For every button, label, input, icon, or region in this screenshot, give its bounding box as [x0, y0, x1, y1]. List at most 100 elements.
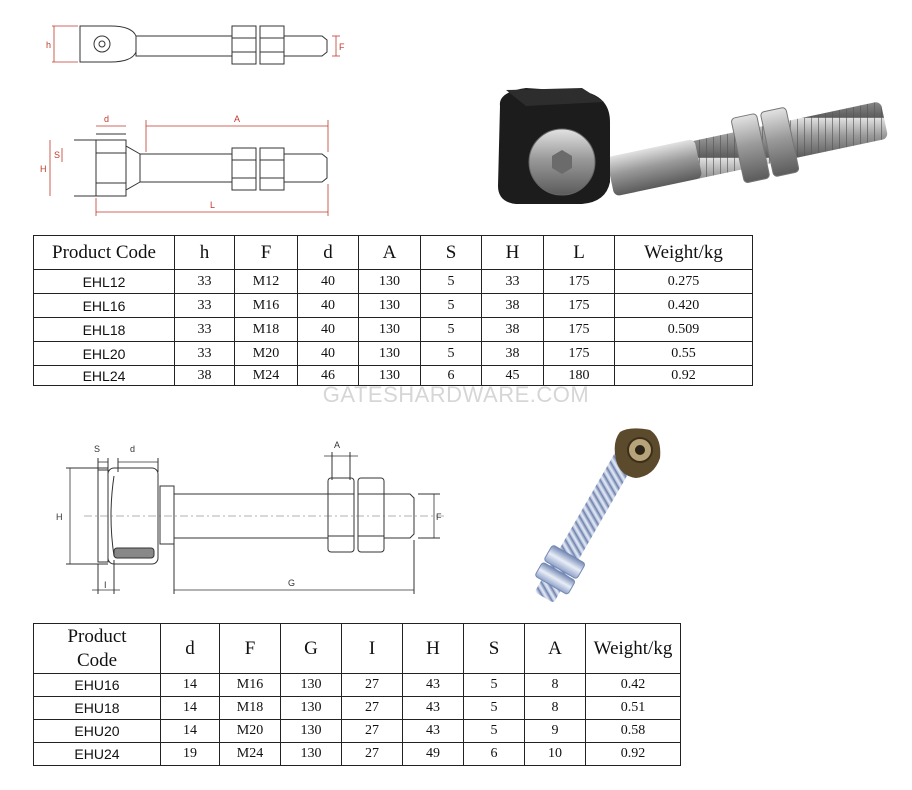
cell: 38 — [481, 317, 544, 342]
table-row: EHU18 14 M18 130 27 43 5 8 0.51 — [33, 696, 681, 720]
dim-label-f2: F — [436, 512, 442, 522]
cell: 27 — [341, 719, 403, 743]
cell: 33 — [481, 269, 544, 294]
cell-code: EHU20 — [33, 719, 161, 743]
spec-table-ehl: Product Code h F d A S H L Weight/kg EHL… — [33, 235, 753, 386]
header-l: L — [543, 235, 615, 270]
table-header-row: Product Code d F G I H S A Weight/kg — [33, 623, 681, 674]
header-d: d — [297, 235, 359, 270]
cell: 5 — [420, 341, 482, 366]
hinge-eye-bolt-photo — [498, 88, 888, 204]
dim-label-a2: A — [334, 440, 340, 450]
cell-code: EHL24 — [33, 365, 175, 386]
dim-label-g2: G — [288, 578, 295, 588]
cell: 40 — [297, 269, 359, 294]
cell: 175 — [543, 317, 615, 342]
cell: 33 — [174, 269, 235, 294]
header-product-code: Product Code — [33, 235, 175, 270]
cell-code: EHU16 — [33, 673, 161, 697]
cell-code: EHU18 — [33, 696, 161, 720]
cell: 0.420 — [614, 293, 753, 318]
table-row: EHU16 14 M16 130 27 43 5 8 0.42 — [33, 673, 681, 697]
cell: 40 — [297, 293, 359, 318]
dim-label-s: S — [54, 150, 60, 160]
cell-code: EHL20 — [33, 341, 175, 366]
table-row: EHL18 33 M18 40 130 5 38 175 0.509 — [33, 317, 753, 342]
cell: 8 — [524, 696, 586, 720]
header-f: F — [234, 235, 298, 270]
table-row: EHL12 33 M12 40 130 5 33 175 0.275 — [33, 269, 753, 294]
dim-label-h2: H — [56, 512, 63, 522]
cell: 9 — [524, 719, 586, 743]
watermark: GATESHARDWARE.COM — [322, 382, 590, 407]
header-h: H — [402, 623, 464, 674]
cell: 43 — [402, 719, 464, 743]
dim-label-hh: H — [40, 164, 47, 174]
table-row: EHU24 19 M24 130 27 49 6 10 0.92 — [33, 742, 681, 766]
cell: 0.51 — [585, 696, 681, 720]
header-weight: Weight/kg — [614, 235, 753, 270]
cell: 8 — [524, 673, 586, 697]
header-product-code: Product Code — [33, 623, 161, 674]
cell: 175 — [543, 341, 615, 366]
table-header-row: Product Code h F d A S H L Weight/kg — [33, 235, 753, 270]
cell: 5 — [420, 317, 482, 342]
dim-label-s2: S — [94, 444, 100, 454]
dim-label-d2: d — [130, 444, 135, 454]
cell: 49 — [402, 742, 464, 766]
cell: 175 — [543, 293, 615, 318]
dim-label-i2: I — [104, 580, 107, 590]
cell: 0.92 — [614, 365, 753, 386]
cell: 175 — [543, 269, 615, 294]
cell: M20 — [234, 341, 298, 366]
cell: 43 — [402, 696, 464, 720]
cell: M24 — [219, 742, 281, 766]
cell: 5 — [463, 673, 525, 697]
cell: 14 — [160, 696, 220, 720]
cell: 27 — [341, 742, 403, 766]
cell: 33 — [174, 317, 235, 342]
technical-drawing-ehu: S d A H F I G — [56, 440, 444, 594]
cell: 130 — [358, 317, 421, 342]
cell: 38 — [481, 293, 544, 318]
header-a: A — [358, 235, 421, 270]
cell: 130 — [280, 742, 342, 766]
cell: M12 — [234, 269, 298, 294]
cell: 5 — [420, 293, 482, 318]
header-s: S — [420, 235, 482, 270]
header-s: S — [463, 623, 525, 674]
table-row: EHL24 38 M24 46 130 6 45 180 0.92 — [33, 365, 753, 386]
cell: 130 — [358, 341, 421, 366]
technical-drawing-ehl: h F d A S H L — [40, 25, 345, 216]
cell: 14 — [160, 719, 220, 743]
cell-code: EHL16 — [33, 293, 175, 318]
cell: 0.275 — [614, 269, 753, 294]
cell: 38 — [481, 341, 544, 366]
header-f: F — [219, 623, 281, 674]
header-a: A — [524, 623, 586, 674]
header-h: h — [174, 235, 235, 270]
cell: 14 — [160, 673, 220, 697]
dim-label-l: L — [210, 200, 215, 210]
cell: M18 — [219, 696, 281, 720]
cell: 130 — [280, 719, 342, 743]
cell: 0.42 — [585, 673, 681, 697]
cell: M20 — [219, 719, 281, 743]
header-i: I — [341, 623, 403, 674]
dim-label-d: d — [104, 114, 109, 124]
cell: 10 — [524, 742, 586, 766]
table-row: EHL20 33 M20 40 130 5 38 175 0.55 — [33, 341, 753, 366]
cell: 40 — [297, 341, 359, 366]
cell: 45 — [481, 365, 544, 386]
cell: 43 — [402, 673, 464, 697]
cell: 5 — [463, 696, 525, 720]
cell: M16 — [234, 293, 298, 318]
cell-code: EHL12 — [33, 269, 175, 294]
cell: 33 — [174, 341, 235, 366]
spec-table-ehu: Product Code d F G I H S A Weight/kg EHU… — [33, 623, 681, 766]
dim-label-h: h — [46, 40, 51, 50]
table-row: EHU20 14 M20 130 27 43 5 9 0.58 — [33, 719, 681, 743]
header-d: d — [160, 623, 220, 674]
cell-code: EHU24 — [33, 742, 161, 766]
cell: 40 — [297, 317, 359, 342]
